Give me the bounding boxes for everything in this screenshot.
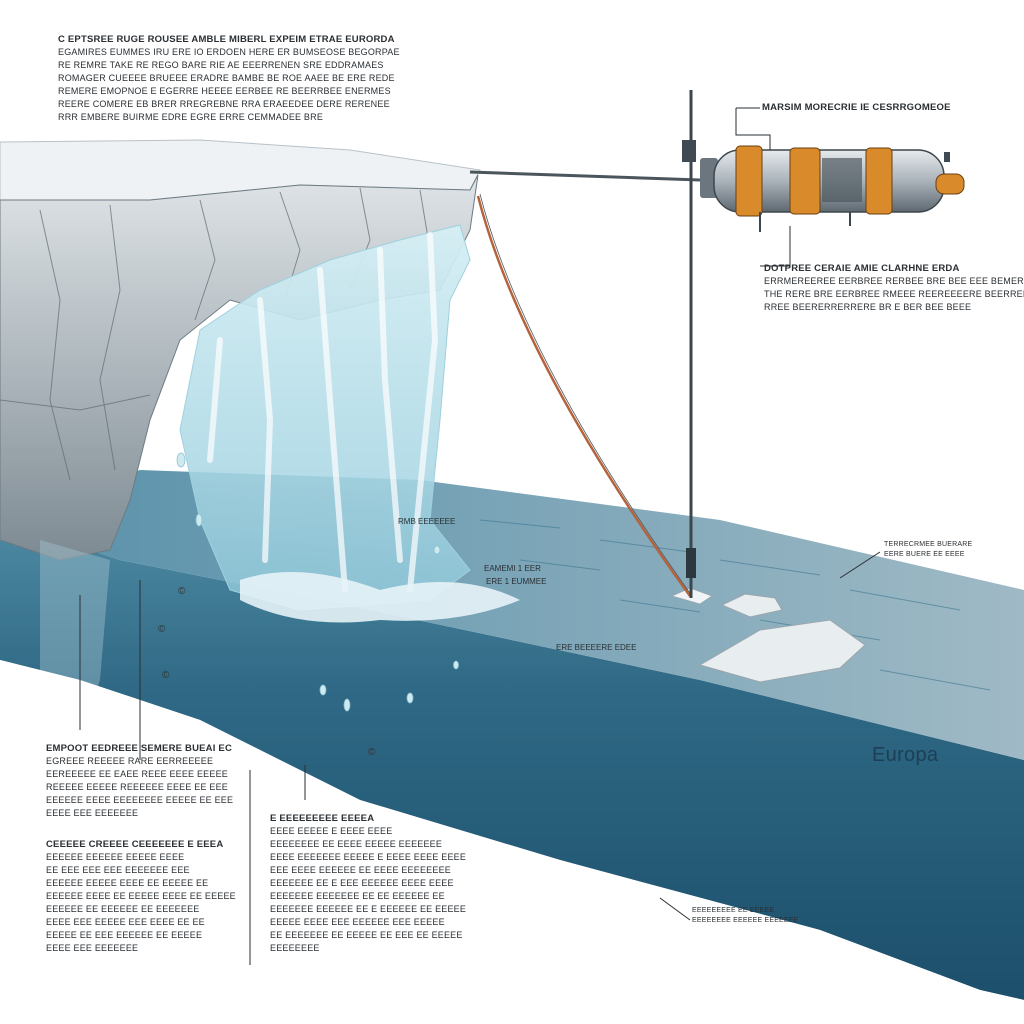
annotation-bottom-mid-heading: E EEEEEEEEE EEEEA [270, 813, 375, 824]
annotation-line: EEEEEEEE EE EEEE EEEEE EEEEEEE [270, 839, 443, 849]
subsurface-ocean [0, 520, 1024, 1000]
annotation-line: EEEE EEE EEEEE EEE EEEE EE EE [46, 917, 205, 927]
water-drips [176, 452, 459, 712]
annotation-line: EEEEEE EE EEEEEE EE EEEEEEE [46, 904, 200, 914]
annotation-bottom-right: EEEEEEEEE EE EEEEE EEEEEEEE EEEEEE EEEEE… [692, 906, 799, 926]
probe [682, 140, 965, 232]
annotation-line: EEEE EEE EEEEEEE [46, 808, 139, 818]
annotation-line: EE EEEEEEE EE EEEEE EE EEE EE EEEEE [270, 930, 463, 940]
probe-description-heading: DOTPREE CERAIE AMIE CLARHNE ERDA [764, 263, 960, 274]
cliff-cracks [0, 187, 431, 481]
annotation-line: EEREEEEE EE EAEE REEE EEEE EEEEE [46, 769, 228, 779]
probe-ring-3 [865, 147, 893, 215]
drill-clamp [686, 548, 696, 578]
annotation-line: EERE BUERE EE EEEE [884, 551, 965, 558]
surface-ripples [479, 519, 991, 691]
annotation-line: EEEEE EE EEE EEEEEE EE EEEEE [46, 930, 203, 940]
annotation-bottom-left-1: EMPOOT EEDREEE SEMERE BUEAI EC EGREEE RE… [46, 742, 246, 820]
tether-cable-shadow [479, 193, 693, 597]
annotation-line: EEEEEE EEEEEE EEEEE EEEE [46, 852, 185, 862]
annotation-line: EEEEEEEE EEEEEE EEEEEEE [692, 917, 799, 924]
tag-3: ERE 1 EUMMEE [486, 577, 547, 586]
annotation-line: EEEEEEE EEEEEEE EE EE EEEEEE EE [270, 891, 445, 901]
annotation-line: EEEE EEE EEEEEEE [46, 943, 139, 953]
annotation-line: EEEEEEEEE EE EEEEE [692, 907, 775, 914]
marker: © [158, 624, 166, 635]
marker: © [162, 670, 170, 681]
annotation-bottom-left-1-heading: EMPOOT EEDREEE SEMERE BUEAI EC [46, 743, 233, 754]
annotation-line: THE RERE BRE EERBREE RMEEE REEREEEERE BE… [764, 289, 1024, 299]
annotation-line: EE EEE EEE EEE EEEEEEE EEE [46, 865, 190, 875]
meltwater-streams [207, 232, 439, 593]
probe-nose [935, 173, 965, 195]
probe-ring-2 [789, 147, 821, 215]
annotation-line: EEEEEE EEEE EEEEEEEE EEEEE EE EEE [46, 795, 234, 805]
annotation-line: EEEEEEE EE E EEE EEEEEE EEEE EEEE [270, 878, 454, 888]
annotation-line: ERRMEREEREE EERBREE RERBEE BRE BEE EEE B… [764, 276, 1024, 286]
probe-title: MARSIM MORECRIE IE CESRRGOMEOE [762, 101, 951, 114]
annotation-bottom-mid: E EEEEEEEEE EEEEA EEEE EEEEE E EEEE EEEE… [270, 812, 480, 955]
marker: © [368, 747, 376, 758]
annotation-right-small: TERRECRMEE BUERARE EERE BUERE EE EEEE [884, 540, 972, 560]
annotation-top-left-heading: C EPTSREE RUGE ROUSEE AMBLE MIBERL EXPEI… [58, 34, 395, 45]
marker: © [178, 586, 186, 597]
annotation-line: EEEEE EEEE EEE EEEEEE EEE EEEEE [270, 917, 445, 927]
probe-description: DOTPREE CERAIE AMIE CLARHNE ERDA ERRMERE… [764, 262, 1024, 314]
annotation-line: RE REMRE TAKE RE REGO BARE RIE AE EEERRE… [58, 60, 384, 70]
annotation-line: EGREEE REEEEE RARE EERREEEEE [46, 756, 214, 766]
annotation-line: REERE COMERE EB BRER RREGREBNE RRA ERAEE… [58, 99, 390, 109]
tag-4: ERE BEEEERE EDEE [556, 643, 637, 652]
probe-ring-1 [735, 145, 763, 217]
tag-2: EAMEMI 1 EER [484, 564, 541, 573]
europa-label: Europa [872, 744, 939, 766]
leader-lines [79, 107, 881, 965]
annotation-line: EEEEEE EEEEE EEEE EE EEEEE EE [46, 878, 209, 888]
annotation-line: EGAMIRES EUMMES IRU ERE IO ERDOEN HERE E… [58, 47, 400, 57]
annotation-line: REEEEE EEEEE REEEEEE EEEE EE EEE [46, 782, 228, 792]
tag-1: RMB EEEEEEE [398, 517, 456, 526]
annotation-bottom-left-2: CEEEEE CREEEE CEEEEEEE E EEEA EEEEEE EEE… [46, 838, 246, 955]
annotation-line: TERRECRMEE BUERARE [884, 541, 973, 548]
annotation-line: EEE EEEE EEEEEE EE EEEE EEEEEEEE [270, 865, 451, 875]
annotation-line: EEEE EEEEE E EEEE EEEE [270, 826, 393, 836]
probe-title-text: MARSIM MORECRIE IE CESRRGOMEOE [762, 102, 951, 113]
annotation-bottom-left-2-heading: CEEEEE CREEEE CEEEEEEE E EEEA [46, 839, 224, 850]
annotation-line: EEEE EEEEEEE EEEEE E EEEE EEEE EEEE [270, 852, 467, 862]
annotation-line: EEEEEE EEEE EE EEEEE EEEE EE EEEEE [46, 891, 236, 901]
annotation-top-left: C EPTSREE RUGE ROUSEE AMBLE MIBERL EXPEI… [58, 33, 400, 124]
annotation-line: EEEEEEEE [270, 943, 320, 953]
annotation-line: ROMAGER CUEEEE BRUEEE ERADRE BAMBE BE RO… [58, 73, 395, 83]
ice-floe-large [698, 619, 866, 683]
annotation-line: RREE BEERERRERRERE BR E BER BEE BEEE [764, 302, 972, 312]
annotation-line: REMERE EMOPNOE E EGERRE HEEEE EERBEE RE … [58, 86, 391, 96]
annotation-line: RRR EMBERE BUIRME EDRE EGRE ERRE CEMMADE… [58, 112, 324, 122]
annotation-line: EEEEEEE EEEEEE EE E EEEEEE EE EEEEE [270, 904, 467, 914]
tether-cable [476, 195, 692, 597]
lower-ice-ground [0, 660, 1024, 1024]
boom-arm [469, 170, 701, 182]
ice-floe-small [720, 593, 783, 618]
foam-pool [240, 572, 520, 623]
